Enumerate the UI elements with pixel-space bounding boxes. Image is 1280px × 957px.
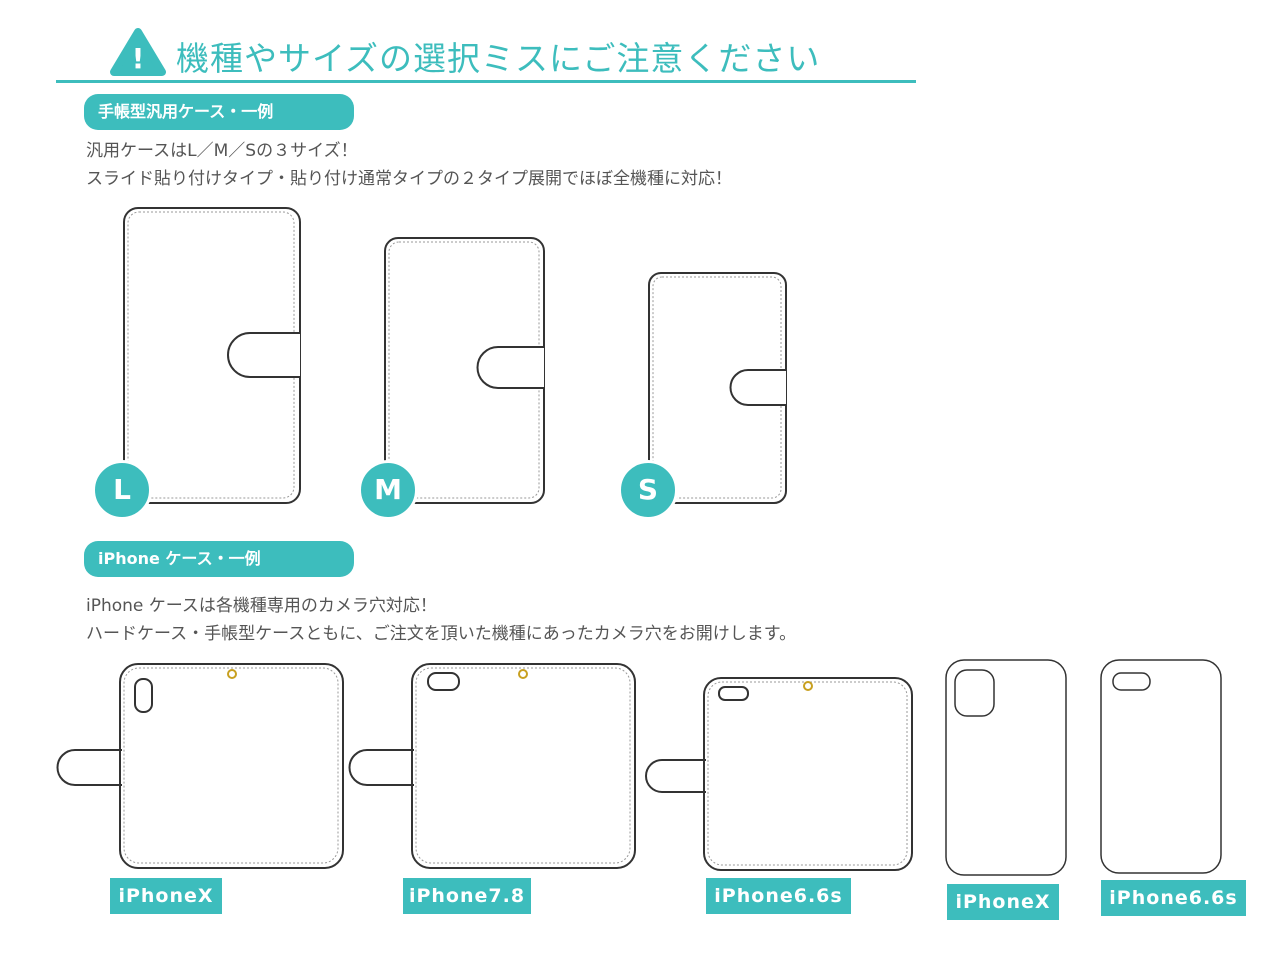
case-l-drawing	[123, 207, 301, 504]
model-label: iPhone6.6s	[1101, 880, 1246, 916]
model-label: iPhoneX	[947, 884, 1059, 920]
iphone78-notebook-drawing	[348, 663, 636, 869]
desc-line: iPhone ケースは各機種専用のカメラ穴対応！	[86, 596, 437, 616]
title-divider	[56, 80, 916, 83]
warning-icon	[110, 28, 166, 76]
section2-description: iPhone ケースは各機種専用のカメラ穴対応！ ハードケース・手帳型ケースとも…	[86, 592, 796, 648]
size-badge-l: L	[92, 460, 152, 520]
size-badge-s: S	[618, 460, 678, 520]
case-m-drawing	[384, 237, 545, 504]
iphone66s-notebook-drawing	[645, 677, 913, 871]
section-label-notebook: 手帳型汎用ケース・一例	[84, 94, 354, 130]
iphonex-hardcase-drawing	[945, 659, 1067, 876]
iphonex-notebook-drawing	[56, 663, 344, 869]
desc-line: 汎用ケースはL／M／Sの３サイズ！	[86, 141, 358, 161]
case-s-drawing	[648, 272, 787, 504]
page-title: 機種やサイズの選択ミスにご注意ください	[176, 39, 821, 78]
section-label-iphone: iPhone ケース・一例	[84, 541, 354, 577]
svg-text:!: !	[132, 42, 145, 75]
section1-description: 汎用ケースはL／M／Sの３サイズ！ スライド貼り付けタイプ・貼り付け通常タイプの…	[86, 137, 732, 193]
size-badge-m: M	[358, 460, 418, 520]
desc-line: ハードケース・手帳型ケースともに、ご注文を頂いた機種にあったカメラ穴をお開けしま…	[86, 624, 797, 644]
model-label: iPhone7.8	[403, 878, 531, 914]
model-label: iPhone6.6s	[706, 878, 851, 914]
desc-line: スライド貼り付けタイプ・貼り付け通常タイプの２タイプ展開でほぼ全機種に対応！	[86, 169, 732, 189]
model-label: iPhoneX	[110, 878, 222, 914]
iphone66s-hardcase-drawing	[1100, 659, 1222, 874]
